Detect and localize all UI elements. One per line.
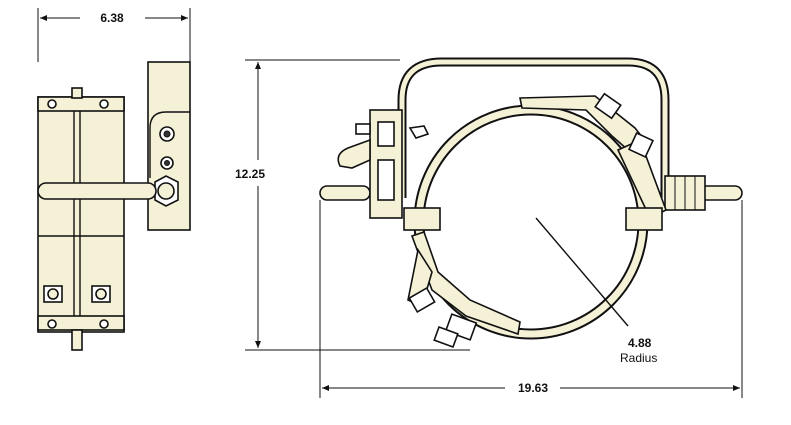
front-view: 12.25 19.63 (235, 57, 743, 398)
side-rod (37, 182, 157, 200)
rod-left (319, 185, 371, 201)
radius-label: Radius (620, 351, 657, 365)
dimension-width-bottom: 19.63 (518, 381, 548, 395)
strap-left (403, 207, 441, 231)
handle-left (337, 138, 371, 169)
strap-right (625, 207, 663, 231)
side-view: 6.38 (37, 8, 191, 351)
radius-value: 4.88 (628, 336, 652, 350)
radius-leader (535, 217, 629, 327)
bolt-upper-right (627, 131, 655, 159)
bolt-lower-left (408, 286, 436, 314)
dimension-height-left: 12.25 (235, 167, 265, 181)
rod-right (699, 185, 743, 201)
clamp-arm-lower (410, 230, 521, 336)
dimension-width-top: 6.38 (100, 11, 124, 25)
